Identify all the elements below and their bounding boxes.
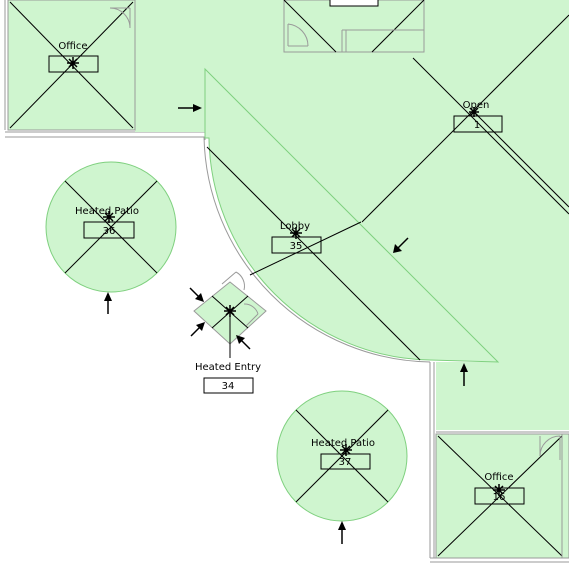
room-number-label: 37 bbox=[339, 457, 352, 468]
room-open-diagonal bbox=[361, 14, 569, 223]
door-swing-icon bbox=[221, 271, 245, 291]
room-tag-crosshair-icon bbox=[224, 305, 236, 317]
section-arrow-icon bbox=[189, 287, 204, 302]
room-number-label: 1 bbox=[474, 120, 480, 131]
room-tag-crosshair-icon bbox=[290, 227, 302, 239]
room-name-label: Heated Patio bbox=[75, 206, 139, 217]
room-number-box bbox=[203, 377, 254, 394]
section-arrow-icon bbox=[190, 322, 205, 337]
room-lobby-diagonal bbox=[249, 221, 362, 276]
room-number-label: 16 bbox=[493, 492, 506, 503]
room-tag-lobby[interactable]: Lobby 35 bbox=[271, 221, 322, 254]
room-office-bottom-diagonal bbox=[437, 435, 563, 557]
room-tag-crosshair-icon bbox=[469, 107, 479, 117]
room-top-partial bbox=[283, 0, 425, 53]
room-office-bottom[interactable] bbox=[435, 433, 569, 559]
room-heated-patio-bottom-diagonal bbox=[295, 409, 389, 503]
room-number-label: 34 bbox=[222, 381, 235, 392]
room-name-label: Office bbox=[484, 472, 513, 483]
room-open-diagonal bbox=[412, 57, 569, 215]
door-swing-icon bbox=[287, 23, 309, 47]
room-heated-patio-left[interactable] bbox=[45, 161, 177, 293]
room-heated-patio-left-diagonal bbox=[64, 180, 158, 274]
room-name-label: Lobby bbox=[280, 221, 310, 232]
room-open-diagonal bbox=[473, 111, 569, 208]
room-lobby-area bbox=[204, 67, 500, 363]
room-tag-crosshair-icon bbox=[340, 444, 352, 456]
room-name-label: Heated Patio bbox=[311, 438, 375, 449]
room-number-label: 35 bbox=[290, 241, 303, 252]
room-name-label: Open bbox=[463, 100, 490, 111]
section-arrow-icon bbox=[393, 237, 409, 253]
door-swing-icon bbox=[539, 435, 561, 460]
room-heated-patio-bottom[interactable] bbox=[276, 390, 408, 522]
door-swing-icon bbox=[243, 303, 259, 327]
room-tag-crosshair-icon bbox=[103, 211, 115, 223]
room-office-bottom-area bbox=[435, 433, 569, 559]
section-arrow-icon bbox=[178, 104, 202, 112]
room-tag-open[interactable]: Open 1 bbox=[453, 100, 503, 133]
room-name-label: Heated Entry bbox=[195, 362, 261, 373]
section-arrow-icon bbox=[460, 363, 468, 386]
room-name-label: Office bbox=[58, 41, 87, 52]
room-tag-heated-patio-left[interactable]: Heated Patio 36 bbox=[75, 206, 139, 239]
room-number-label: 36 bbox=[103, 226, 116, 237]
room-tag-heated-patio-bottom[interactable]: Heated Patio 37 bbox=[311, 438, 375, 470]
section-arrow-icon bbox=[236, 335, 251, 350]
room-tag-heated-entry[interactable]: Heated Entry 34 bbox=[195, 305, 261, 394]
section-arrow-icon bbox=[104, 292, 112, 314]
room-tag-office-bottom[interactable]: Office 16 bbox=[474, 472, 525, 505]
section-arrow-icon bbox=[338, 521, 346, 544]
room-tag-office-top[interactable]: Office bbox=[48, 41, 99, 73]
room-number-box bbox=[48, 55, 99, 73]
door-swing-icon bbox=[109, 7, 131, 29]
room-tag-crosshair-icon bbox=[67, 57, 79, 69]
room-tag-crosshair-icon bbox=[493, 484, 505, 496]
arrows bbox=[104, 104, 468, 544]
